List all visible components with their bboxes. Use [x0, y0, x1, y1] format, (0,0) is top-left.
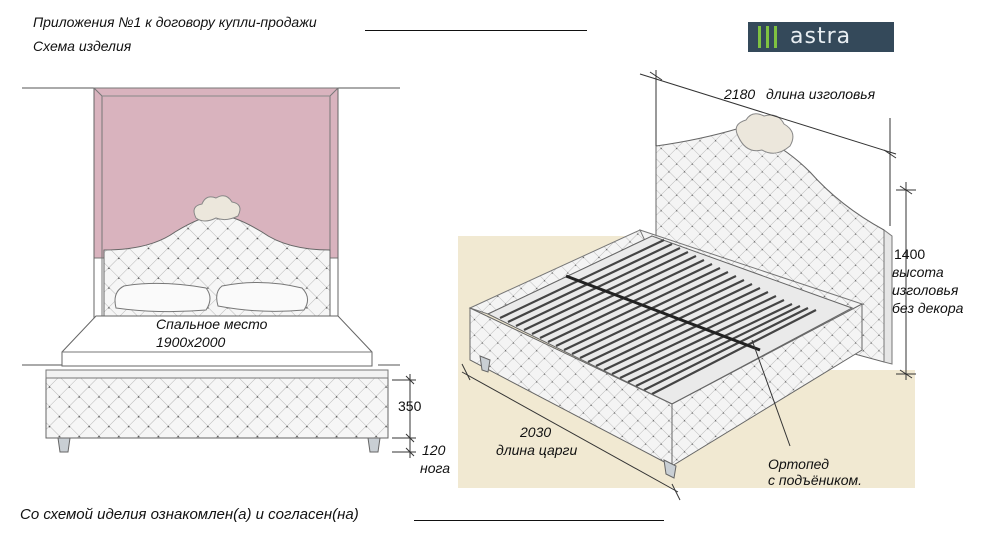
headboard-height-label-1: высота: [892, 264, 944, 280]
base-label-1: Ортопед: [768, 456, 830, 472]
logo-bar-3: [774, 26, 777, 48]
front-pillow-right: [216, 281, 308, 312]
leg-label: нога: [420, 460, 451, 476]
perspective-view: [458, 70, 916, 501]
persp-dimension-lines: [461, 70, 916, 501]
document-subtitle: Схема изделия: [33, 38, 132, 54]
sleeping-place-label: Спальное место: [156, 316, 268, 332]
rail-length-value: 2030: [520, 424, 552, 440]
persp-slats-area: [486, 235, 854, 405]
front-pillow-left: [114, 282, 211, 313]
front-footboard: [45, 375, 389, 439]
agreement-signature-line: [414, 520, 664, 521]
base-label-2: с подъёником.: [768, 472, 862, 488]
front-crown-decor: [193, 195, 241, 222]
headboard-height-value: 1400: [894, 246, 926, 262]
headboard-height-label-2: изголовья: [892, 282, 959, 298]
headboard-length-value: 2180: [724, 86, 756, 102]
logo-bar-1: [758, 26, 761, 48]
rail-length-label: длина царги: [496, 442, 578, 458]
leg-height-value: 120: [422, 442, 446, 458]
document-title: Приложения №1 к договору купли-продажи: [33, 14, 317, 30]
front-leg-right: [367, 437, 381, 453]
title-signature-line: [365, 30, 587, 31]
headboard-height-label-3: без декора: [892, 300, 964, 316]
headboard-length-label: длина изголовья: [766, 86, 876, 102]
logo-text: astra: [790, 24, 852, 49]
persp-foot-rail: [671, 303, 863, 467]
persp-crown-decor: [735, 113, 794, 154]
front-leg-left: [57, 437, 71, 453]
front-view: [22, 87, 416, 458]
logo-bar-2: [766, 26, 769, 48]
agreement-text: Со схемой иделия ознакомлен(а) и согласе…: [20, 506, 359, 523]
frame-height-value: 350: [398, 398, 422, 414]
sleeping-place-size: 1900x2000: [156, 334, 226, 350]
astra-logo: astra: [748, 22, 894, 52]
